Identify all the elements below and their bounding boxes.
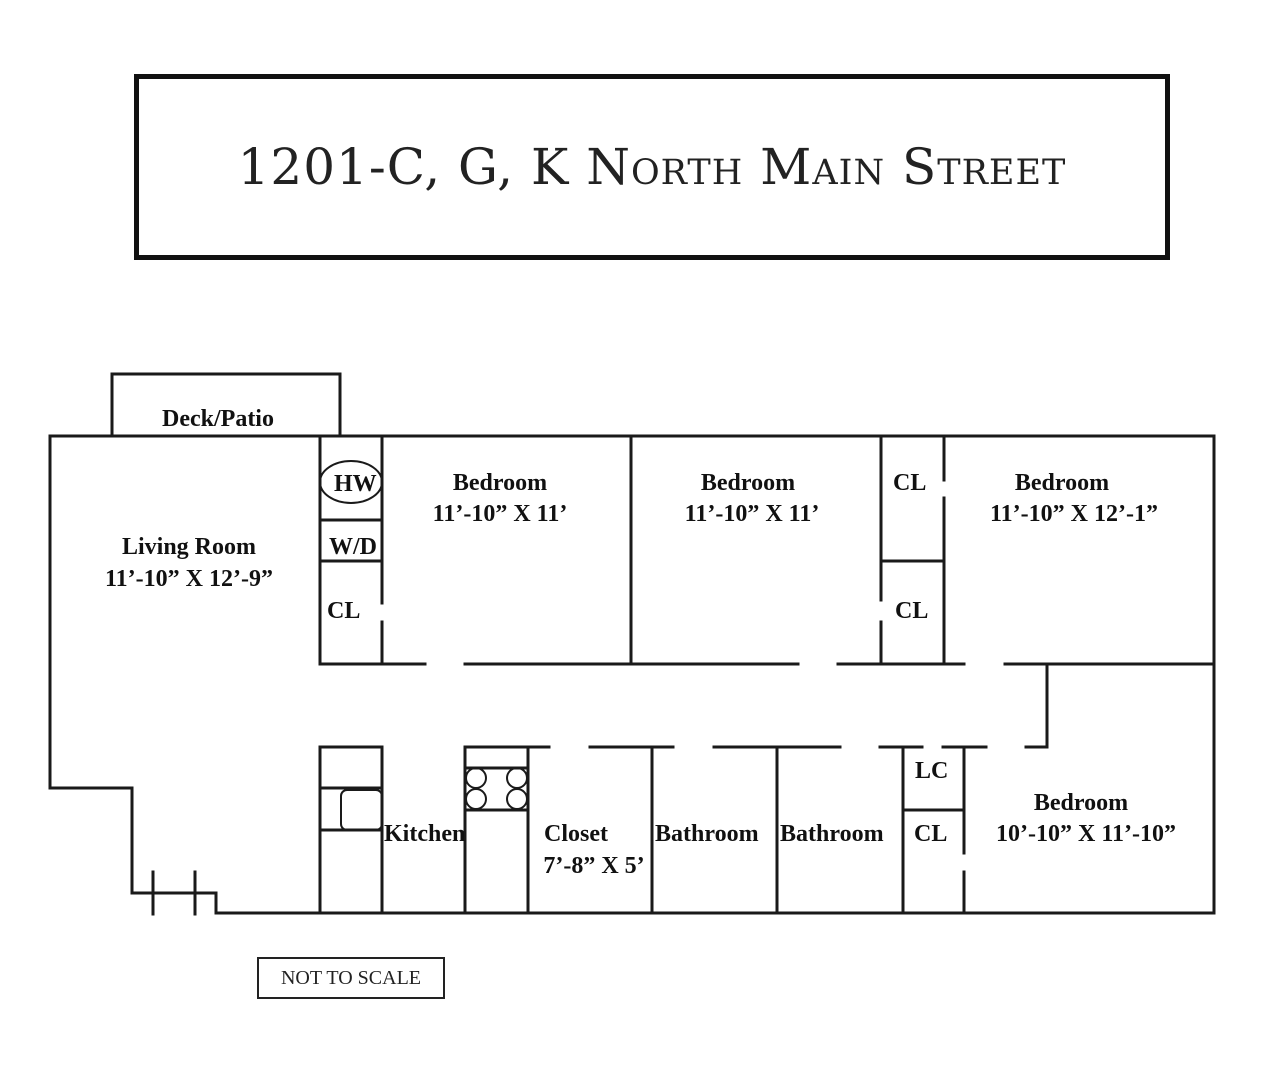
stove-icon [465,767,528,810]
exterior-wall [48,434,1216,915]
closet-label: CL [914,821,947,847]
kitchen-label: Kitchen [384,821,465,847]
bedroom-1-size: 11’-10” X 11’ [433,501,568,527]
deck-outline [110,372,342,438]
bathroom-1-label: Bathroom [655,821,759,847]
bedroom-2-label: Bedroom [701,470,795,496]
living-room-label: Living Room [122,534,256,560]
bedroom-3-size: 11’-10” X 12’-1” [990,501,1158,527]
not-to-scale-note: NOT TO SCALE [257,957,445,999]
closet-main-label: Closet [544,821,608,847]
deck-label: Deck/Patio [162,406,274,432]
closet-label: CL [895,598,928,624]
hw-label: HW [334,471,377,497]
room-labels: Deck/Patio Living Room 11’-10” X 12’-9” … [105,406,1176,879]
sink-icon [340,789,383,831]
closet-label: CL [327,598,360,624]
bedroom-3-label: Bedroom [1015,470,1109,496]
bedroom-4-size: 10’-10” X 11’-10” [996,821,1176,847]
linen-closet-label: LC [915,758,948,784]
bedroom-2-size: 11’-10” X 11’ [685,501,820,527]
walls [48,372,1216,916]
wall [1024,662,1049,749]
water-heater-icon [319,460,383,504]
closet-label: CL [893,470,926,496]
title-box: 1201-C, G, K North Main Street [134,74,1170,260]
bathroom-2-label: Bathroom [780,821,884,847]
page-title: 1201-C, G, K North Main Street [237,138,1067,196]
living-room-size: 11’-10” X 12’-9” [105,566,273,592]
bedroom-1-label: Bedroom [453,470,547,496]
not-to-scale-text: NOT TO SCALE [280,966,422,989]
wd-label: W/D [329,534,377,560]
bedroom-4-label: Bedroom [1034,790,1128,816]
closet-main-size: 7’-8” X 5’ [543,853,644,879]
